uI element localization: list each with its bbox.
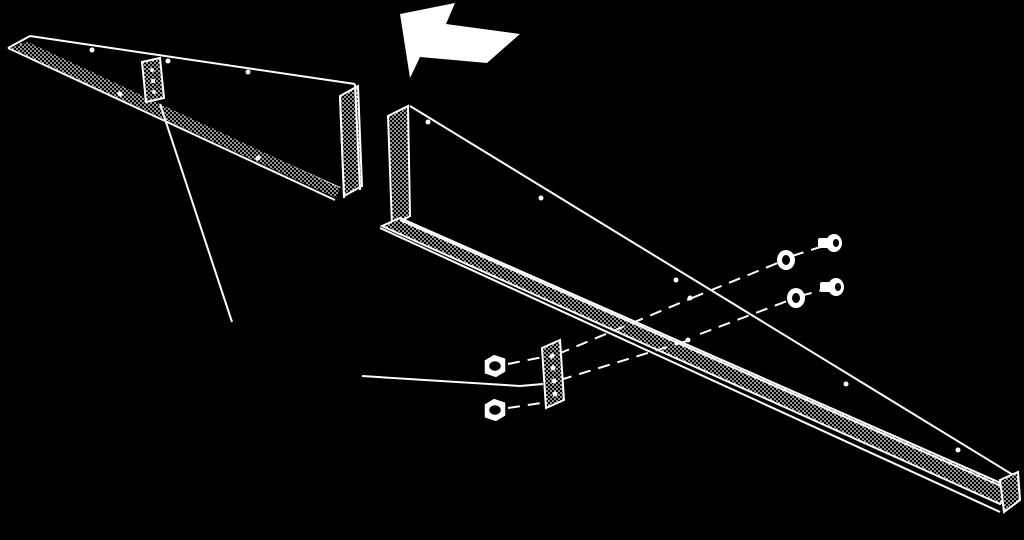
washer — [787, 288, 805, 308]
long-bracket — [379, 104, 1022, 514]
nut — [483, 397, 507, 423]
leader-line-lower — [361, 375, 544, 387]
bolt — [820, 278, 844, 296]
direction-arrow-icon — [400, 3, 520, 78]
leader-line-upper — [159, 103, 233, 323]
nut — [483, 353, 507, 379]
splice-plate — [540, 338, 566, 410]
splice-plate-installed — [140, 56, 166, 104]
bolt — [818, 234, 842, 252]
short-bracket — [7, 35, 364, 201]
washer — [777, 250, 795, 270]
